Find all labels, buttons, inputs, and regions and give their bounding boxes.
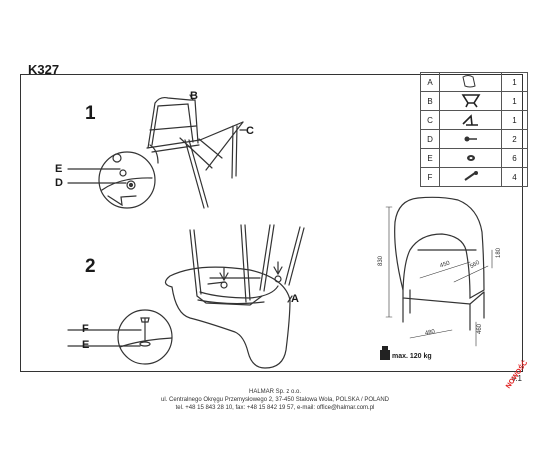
version-label: v.1 — [511, 374, 522, 383]
part-qty: 1 — [501, 110, 528, 130]
part-letter: F — [420, 167, 440, 187]
weight-icon — [380, 346, 390, 360]
dim-180: 180 — [496, 247, 503, 259]
model-code: K327 — [28, 62, 60, 77]
part-qty: 6 — [501, 148, 528, 168]
label-c-step1: C — [246, 125, 254, 137]
footer-contact: tel. +48 15 843 28 10, fax: +48 15 842 1… — [175, 405, 375, 411]
max-load: max. 120 kg — [392, 353, 432, 360]
footer-company: HALMAR Sp. z o.o. — [248, 389, 302, 395]
part-qty: 1 — [501, 72, 528, 92]
washer-icon — [439, 148, 502, 168]
step2-seat-shell — [164, 266, 291, 369]
step-2-number: 2 — [85, 256, 96, 277]
part-letter: E — [420, 148, 440, 168]
chair-back-icon — [439, 91, 502, 111]
step2-detail-circle — [117, 309, 173, 365]
part-qty: 4 — [501, 167, 528, 187]
step1-back-frame — [146, 96, 201, 153]
label-f-step2: F — [82, 323, 89, 335]
chair-seat-icon — [439, 72, 502, 92]
step1-legs — [179, 121, 244, 209]
screw-icon — [439, 167, 502, 187]
part-letter: C — [420, 110, 440, 130]
part-letter: B — [420, 91, 440, 111]
part-qty: 2 — [501, 129, 528, 149]
dim-460: 460 — [477, 323, 484, 335]
instruction-frame — [20, 74, 523, 372]
label-e-step2: E — [82, 339, 90, 351]
footer-address: ul. Centralnego Okręgu Przemysłowego 2, … — [160, 397, 389, 403]
step2-upturned-legs — [189, 224, 305, 306]
dim-height: 830 — [378, 255, 385, 267]
label-e-step1: E — [55, 163, 63, 175]
part-qty: 1 — [501, 91, 528, 111]
dimensioned-chair — [385, 196, 493, 347]
label-d-step1: D — [55, 177, 63, 189]
bolt-icon — [439, 129, 502, 149]
part-letter: A — [420, 72, 440, 92]
step-1-number: 1 — [85, 103, 96, 124]
step1-detail-circle — [98, 144, 159, 209]
label-b-step1: B — [190, 90, 198, 102]
label-a-step2: A — [291, 293, 299, 305]
part-letter: D — [420, 129, 440, 149]
allen-key-icon — [439, 110, 502, 130]
